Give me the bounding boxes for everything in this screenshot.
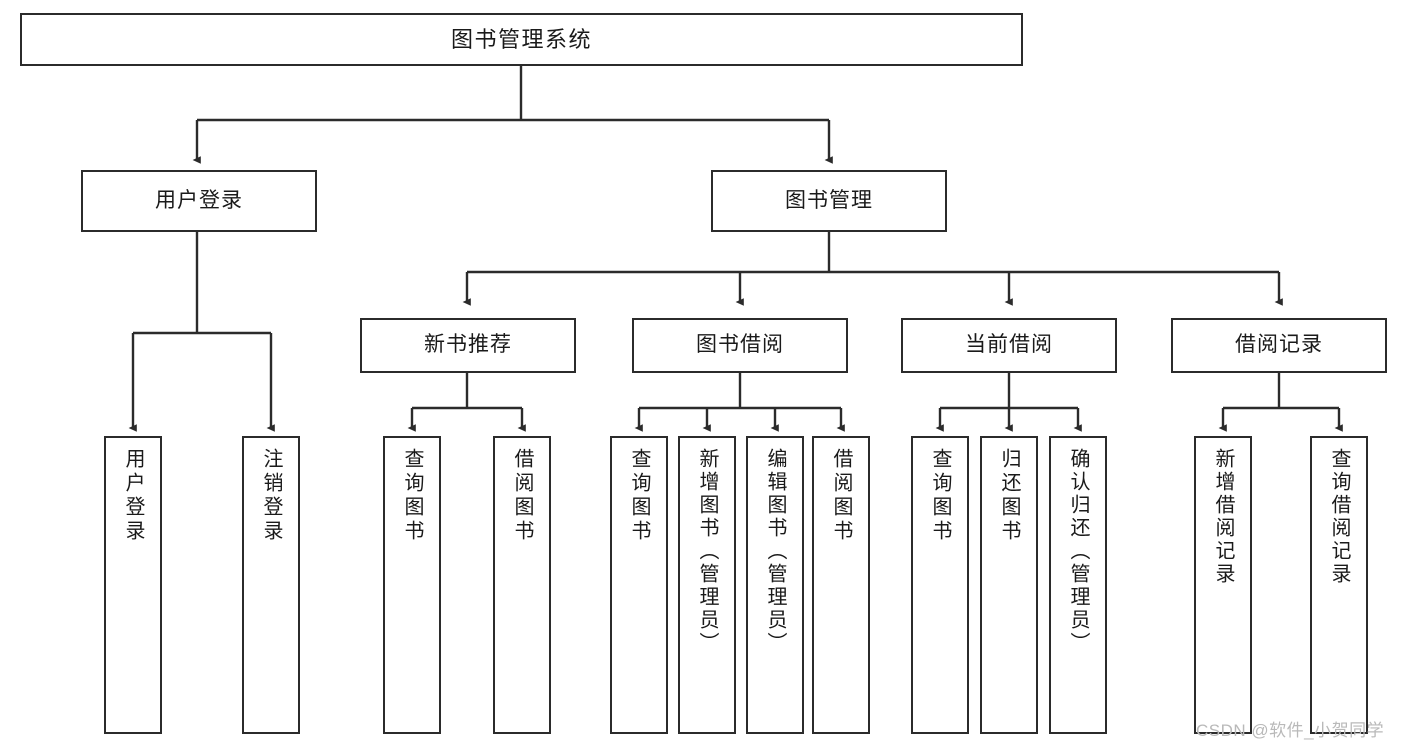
node-borrow-record[interactable]: 借阅记录 xyxy=(1171,318,1387,373)
node-label: 图书管理 xyxy=(785,188,873,212)
node-label: 查询图书 xyxy=(929,448,951,544)
leaf-current-borrow-return[interactable]: 归还图书 xyxy=(980,436,1038,734)
node-label: 新增借阅记录 xyxy=(1212,448,1234,586)
leaf-book-borrow-query[interactable]: 查询图书 xyxy=(610,436,668,734)
node-label: 图书借阅 xyxy=(696,333,784,357)
leaf-borrow-record-query[interactable]: 查询借阅记录 xyxy=(1310,436,1368,734)
node-label: 确认归还（管理员） xyxy=(1067,448,1089,655)
node-label: 借阅图书 xyxy=(830,448,852,544)
leaf-user-login-signout[interactable]: 注销登录 xyxy=(242,436,300,734)
leaf-borrow-record-add[interactable]: 新增借阅记录 xyxy=(1194,436,1252,734)
leaf-book-borrow-add[interactable]: 新增图书（管理员） xyxy=(678,436,736,734)
leaf-book-borrow-lend[interactable]: 借阅图书 xyxy=(812,436,870,734)
node-label: 编辑图书（管理员） xyxy=(764,448,786,655)
node-label: 查询图书 xyxy=(628,448,650,544)
node-new-book-recommend[interactable]: 新书推荐 xyxy=(360,318,576,373)
leaf-current-borrow-query[interactable]: 查询图书 xyxy=(911,436,969,734)
leaf-new-book-query[interactable]: 查询图书 xyxy=(383,436,441,734)
node-label: 归还图书 xyxy=(998,448,1020,544)
node-root-system[interactable]: 图书管理系统 xyxy=(20,13,1023,66)
node-label: 查询图书 xyxy=(401,448,423,544)
node-label: 注销登录 xyxy=(260,448,282,544)
node-label: 新书推荐 xyxy=(424,333,512,357)
watermark-text: CSDN @软件_小贺同学 xyxy=(1196,721,1385,740)
node-label: 当前借阅 xyxy=(965,333,1053,357)
node-label: 新增图书（管理员） xyxy=(696,448,718,655)
leaf-user-login-signin[interactable]: 用户登录 xyxy=(104,436,162,734)
node-label: 查询借阅记录 xyxy=(1328,448,1350,586)
leaf-new-book-borrow[interactable]: 借阅图书 xyxy=(493,436,551,734)
node-book-borrow[interactable]: 图书借阅 xyxy=(632,318,848,373)
node-user-login[interactable]: 用户登录 xyxy=(81,170,317,232)
leaf-current-borrow-confirm-return[interactable]: 确认归还（管理员） xyxy=(1049,436,1107,734)
node-label: 借阅记录 xyxy=(1235,333,1323,357)
node-label: 用户登录 xyxy=(155,188,243,212)
node-book-management[interactable]: 图书管理 xyxy=(711,170,947,232)
node-label: 借阅图书 xyxy=(511,448,533,544)
node-label: 图书管理系统 xyxy=(450,26,592,52)
leaf-book-borrow-edit[interactable]: 编辑图书（管理员） xyxy=(746,436,804,734)
node-label: 用户登录 xyxy=(122,448,144,544)
node-current-borrow[interactable]: 当前借阅 xyxy=(901,318,1117,373)
